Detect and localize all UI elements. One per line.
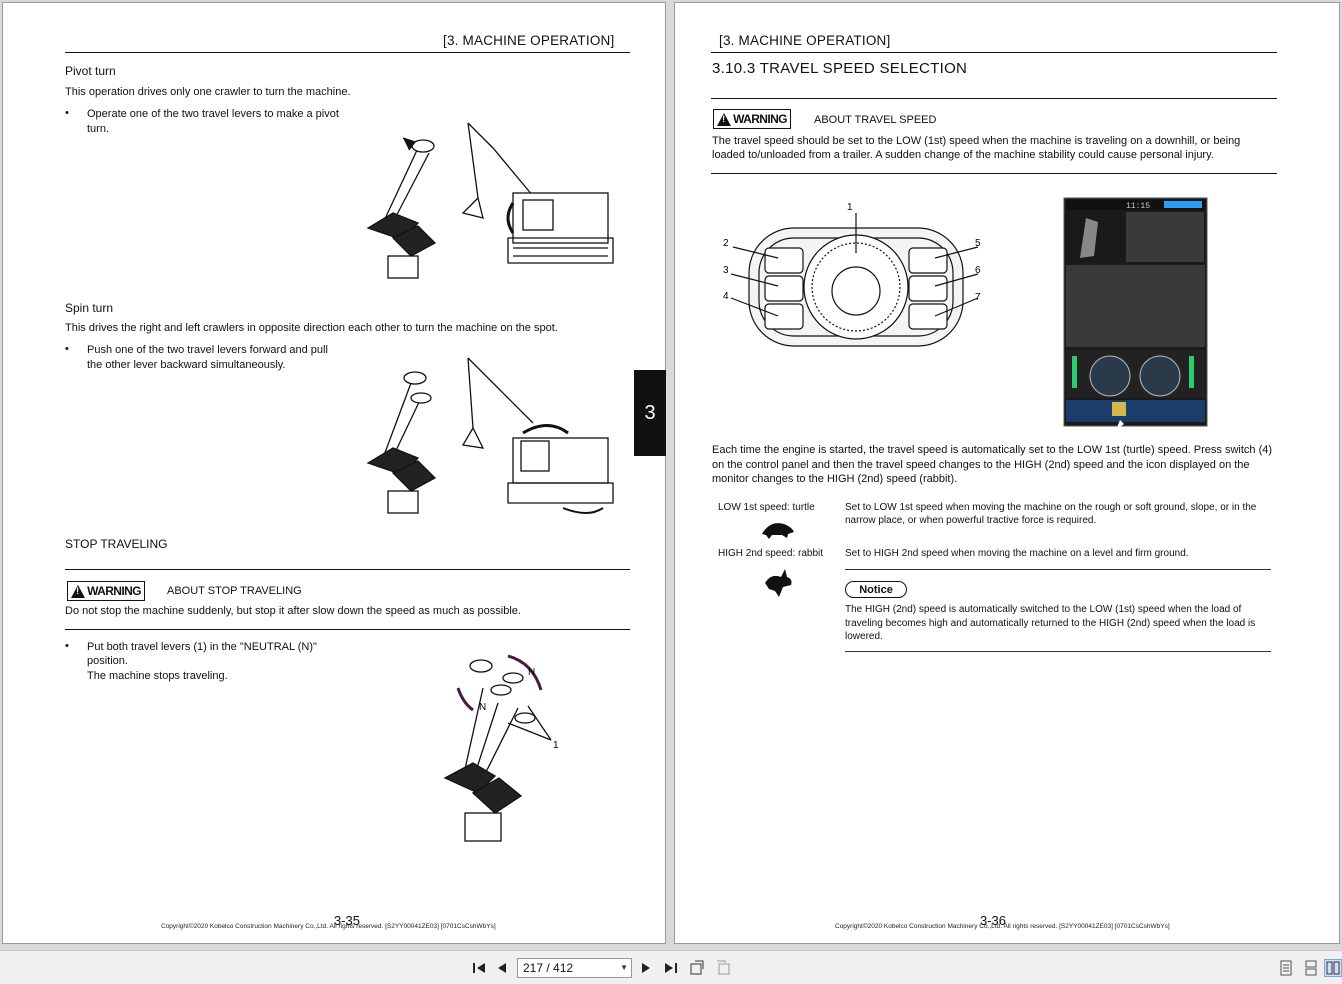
page-number: 3-35 bbox=[334, 913, 361, 928]
bullet-dot: • bbox=[65, 640, 69, 652]
spin-turn-illustration bbox=[366, 357, 614, 514]
notice-line2: traveling becomes high and automatically… bbox=[845, 618, 1256, 629]
warning-line1: The travel speed should be set to the LO… bbox=[712, 135, 1241, 147]
bullet-dot: • bbox=[65, 107, 69, 119]
high-speed-label: HIGH 2nd speed: rabbit bbox=[718, 548, 824, 559]
first-page-icon[interactable] bbox=[470, 959, 488, 977]
warning-badge-label: WARNING bbox=[87, 584, 141, 598]
body-line1: Each time the engine is started, the tra… bbox=[712, 444, 1273, 456]
document-viewer: [3. MACHINE OPERATION] Pivot turn This o… bbox=[0, 0, 1342, 950]
callout-2: 2 bbox=[723, 238, 729, 249]
two-page-view-icon[interactable] bbox=[1324, 959, 1342, 977]
warning-text: Do not stop the machine suddenly, but st… bbox=[65, 605, 521, 617]
viewer-toolbar: 217 / 412 ▼ bbox=[0, 950, 1342, 984]
copyright-footer: Copyright©2020 Kobelco Construction Mach… bbox=[161, 923, 496, 930]
rabbit-icon bbox=[765, 569, 792, 597]
warning-icon bbox=[717, 112, 732, 126]
page-right: [3. MACHINE OPERATION] 3.10.3 TRAVEL SPE… bbox=[674, 2, 1340, 944]
page-header: [3. MACHINE OPERATION] bbox=[719, 33, 891, 48]
single-page-view-icon[interactable] bbox=[1278, 959, 1294, 977]
previous-view-icon[interactable] bbox=[688, 959, 706, 977]
notice-bottom-rule bbox=[845, 651, 1271, 652]
section-title: 3.10.3 TRAVEL SPEED SELECTION bbox=[712, 60, 968, 77]
low-speed-desc-line2: narrow place, or when powerful tractive … bbox=[845, 515, 1097, 526]
callout-4: 4 bbox=[723, 291, 729, 302]
chapter-tab: 3 bbox=[634, 370, 666, 456]
pivot-bullet-line2: turn. bbox=[87, 123, 110, 135]
next-view-icon[interactable] bbox=[714, 959, 732, 977]
warning-badge-label: WARNING bbox=[733, 112, 787, 126]
callout-7: 7 bbox=[975, 292, 981, 303]
callout-5: 5 bbox=[975, 238, 981, 249]
stop-bullet-line3: The machine stops traveling. bbox=[87, 670, 228, 682]
page-indicator-text: 217 / 412 bbox=[523, 961, 574, 975]
warning-top-rule bbox=[65, 569, 630, 570]
fig-label-1: 1 bbox=[553, 740, 559, 751]
pivot-bullet-line1: Operate one of the two travel levers to … bbox=[87, 108, 339, 120]
fig-label-n-left: N bbox=[479, 702, 486, 713]
neutral-lever-illustration: N N 1 bbox=[443, 654, 559, 842]
high-speed-desc: Set to HIGH 2nd speed when moving the ma… bbox=[845, 548, 1189, 559]
bullet-dot: • bbox=[65, 343, 69, 355]
turtle-icon bbox=[762, 523, 794, 539]
pivot-turn-title: Pivot turn bbox=[65, 64, 116, 78]
copyright-footer: Copyright©2020 Kobelco Construction Mach… bbox=[835, 923, 1170, 930]
page-header: [3. MACHINE OPERATION] bbox=[443, 33, 615, 48]
control-panel-illustration: 1 2 3 4 5 6 7 bbox=[723, 202, 981, 347]
pivot-turn-illustration bbox=[366, 122, 614, 279]
page-number: 3-36 bbox=[980, 913, 1007, 928]
stop-bullet-line2: position. bbox=[87, 655, 128, 667]
body-line3: monitor changes to the HIGH (2nd) speed … bbox=[712, 473, 958, 485]
header-rule bbox=[711, 52, 1277, 53]
fig-label-n-right: N bbox=[528, 667, 535, 678]
notice-badge: Notice bbox=[845, 581, 907, 598]
page-left: [3. MACHINE OPERATION] Pivot turn This o… bbox=[2, 2, 666, 944]
notice-line3: lowered. bbox=[845, 631, 883, 642]
monitor-screen-illustration: 11:15 bbox=[1063, 197, 1208, 430]
warning-badge: WARNING bbox=[713, 109, 791, 129]
spin-turn-title: Spin turn bbox=[65, 301, 114, 315]
warning-title: ABOUT STOP TRAVELING bbox=[167, 585, 302, 597]
body-line2: on the control panel and then the travel… bbox=[712, 459, 1250, 471]
section-rule bbox=[711, 98, 1277, 99]
continuous-view-icon[interactable] bbox=[1302, 959, 1320, 977]
low-speed-label: LOW 1st speed: turtle bbox=[718, 502, 815, 513]
previous-page-icon[interactable] bbox=[494, 959, 510, 977]
spin-turn-desc: This drives the right and left crawlers … bbox=[65, 322, 558, 334]
callout-6: 6 bbox=[975, 265, 981, 276]
notice-line1: The HIGH (2nd) speed is automatically sw… bbox=[845, 604, 1242, 615]
warning-bottom-rule bbox=[711, 173, 1277, 174]
warning-title: ABOUT TRAVEL SPEED bbox=[814, 114, 937, 126]
warning-icon bbox=[71, 584, 86, 598]
spin-bullet-line1: Push one of the two travel levers forwar… bbox=[87, 344, 328, 356]
stop-traveling-title: STOP TRAVELING bbox=[65, 537, 168, 551]
last-page-icon[interactable] bbox=[662, 959, 680, 977]
notice-top-rule bbox=[845, 569, 1271, 570]
low-speed-desc-line1: Set to LOW 1st speed when moving the mac… bbox=[845, 502, 1257, 513]
callout-1: 1 bbox=[847, 202, 853, 213]
header-rule bbox=[65, 52, 630, 53]
pivot-turn-desc: This operation drives only one crawler t… bbox=[65, 86, 351, 98]
warning-bottom-rule bbox=[65, 629, 630, 630]
stop-bullet-line1: Put both travel levers (1) in the "NEUTR… bbox=[87, 641, 317, 653]
next-page-icon[interactable] bbox=[638, 959, 654, 977]
spin-bullet-line2: the other lever backward simultaneously. bbox=[87, 359, 286, 371]
monitor-clock: 11:15 bbox=[1126, 202, 1150, 211]
warning-line2: loaded to/unloaded from a trailer. A sud… bbox=[712, 149, 1214, 161]
callout-3: 3 bbox=[723, 265, 729, 276]
page-number-input[interactable]: 217 / 412 ▼ bbox=[517, 958, 632, 978]
warning-badge: WARNING bbox=[67, 581, 145, 601]
chevron-down-icon[interactable]: ▼ bbox=[620, 963, 628, 972]
